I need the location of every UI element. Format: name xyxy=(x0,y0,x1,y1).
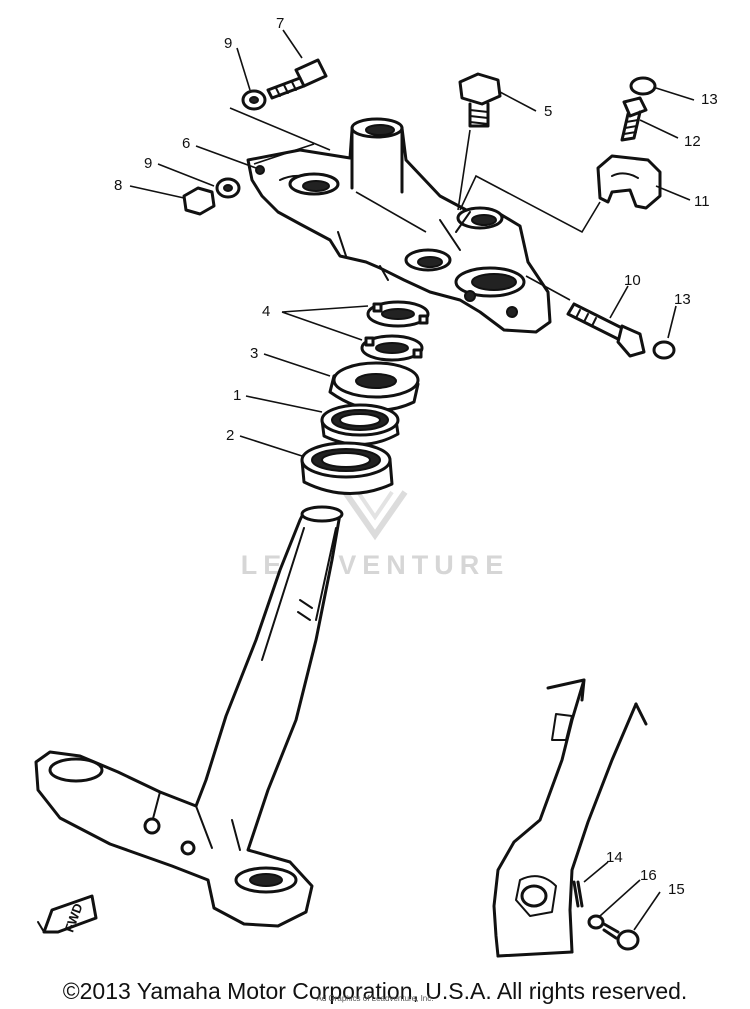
callout-leaders xyxy=(129,29,695,931)
callout-7: 7 xyxy=(276,15,284,32)
washer-9-top xyxy=(241,89,267,111)
callout-11: 11 xyxy=(694,193,710,210)
frame-section xyxy=(492,678,648,958)
watermark-logo xyxy=(342,490,408,541)
ball-race-1 xyxy=(320,403,400,446)
cap-13-top xyxy=(629,76,657,96)
callout-2: 2 xyxy=(226,427,234,444)
bolt-7 xyxy=(266,58,328,100)
callout-12: 12 xyxy=(684,133,701,150)
callout-5: 5 xyxy=(544,103,552,120)
fwd-arrow-icon: FWD xyxy=(37,894,98,934)
handlebar-clamp-11 xyxy=(596,154,662,210)
bolt-12 xyxy=(620,96,648,142)
callout-numbers: 7 9 5 13 12 11 6 9 8 10 13 4 3 1 2 14 16… xyxy=(114,15,718,898)
callout-15: 15 xyxy=(668,881,685,898)
washer-16 xyxy=(587,914,605,930)
callout-13-top: 13 xyxy=(701,91,718,108)
callout-3: 3 xyxy=(250,345,258,362)
upper-bracket xyxy=(246,117,552,334)
callout-9-left: 9 xyxy=(144,155,152,172)
callout-8: 8 xyxy=(114,177,122,194)
callout-6: 6 xyxy=(182,135,190,152)
cap-13-right xyxy=(652,340,676,360)
ball-race-2 xyxy=(300,441,394,495)
callout-16: 16 xyxy=(640,867,657,884)
bearing-cover-3 xyxy=(328,361,420,412)
callout-9-top: 9 xyxy=(224,35,232,52)
copyright-notice: ©2013 Yamaha Motor Corporation, U.S.A. A… xyxy=(62,978,688,1004)
bolt-15 xyxy=(602,922,640,951)
callout-4: 4 xyxy=(262,303,270,320)
bolt-5 xyxy=(458,72,502,128)
callout-13-right: 13 xyxy=(674,291,691,308)
callout-14: 14 xyxy=(606,849,623,866)
under-bracket-stem xyxy=(34,505,344,928)
assembly-reference-lines xyxy=(229,107,601,301)
callout-10: 10 xyxy=(624,272,641,289)
nut-8 xyxy=(182,186,216,216)
callout-1: 1 xyxy=(233,387,241,404)
ring-nut-4-upper xyxy=(366,300,430,328)
pinch-bolt-10 xyxy=(566,302,646,358)
pin-14 xyxy=(572,880,584,908)
ring-nut-4-lower xyxy=(360,334,424,362)
washer-9-left xyxy=(215,177,241,199)
attribution-note: Ad Graphics of Leadventure, Inc. xyxy=(316,994,434,1003)
